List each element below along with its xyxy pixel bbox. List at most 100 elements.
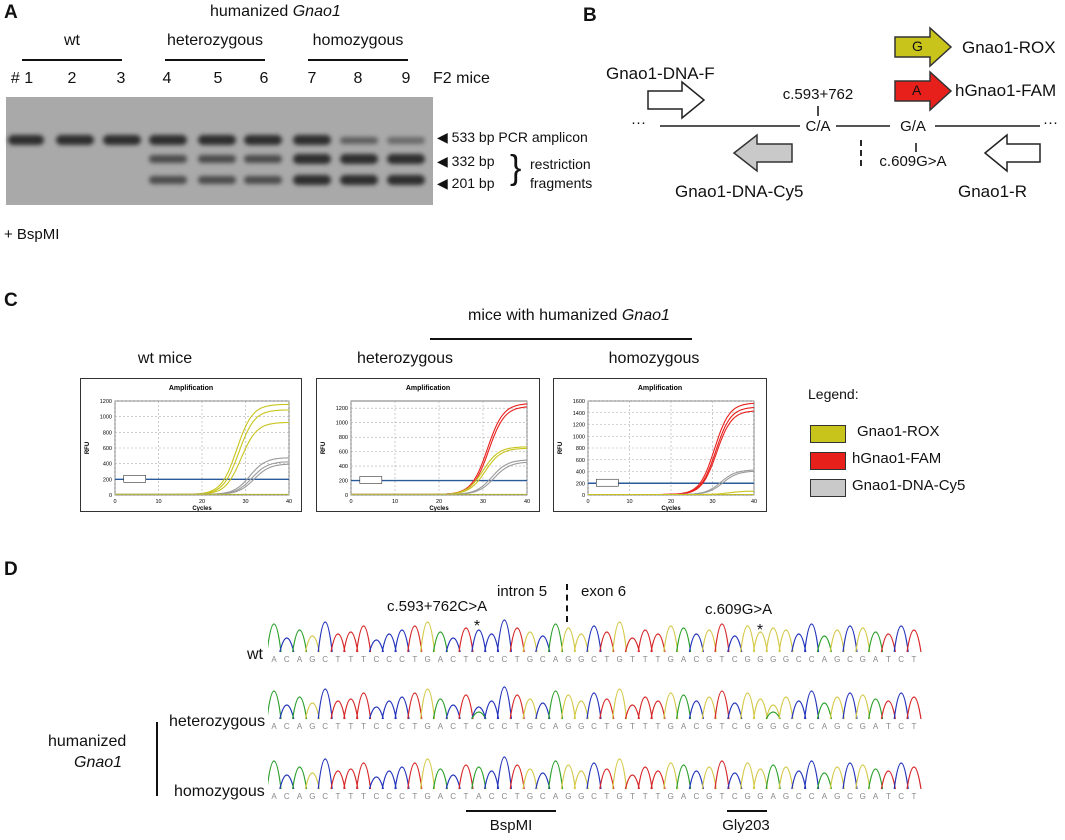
base-call: C (847, 722, 853, 731)
y-tick-label: 800 (576, 446, 585, 452)
y-tick-label: 0 (582, 493, 585, 499)
chromatogram-peak (880, 700, 896, 720)
bspmi-label: BspMI (489, 817, 533, 834)
snp1-name: c.593+762 (782, 86, 854, 103)
base-call: T (656, 722, 661, 731)
base-call: A (271, 655, 277, 664)
chromatogram-peak (842, 692, 858, 720)
y-tick-label: 800 (103, 430, 112, 436)
base-call: A (822, 655, 828, 664)
base-call: C (399, 655, 405, 664)
band-332-text: 332 bp (451, 153, 495, 169)
base-call: A (771, 792, 777, 801)
snp2-name: c.609G>A (879, 153, 947, 170)
base-call: G (834, 655, 840, 664)
chromatogram-peak (509, 627, 525, 653)
chromatogram-peak (880, 770, 896, 790)
x-tick-label: 0 (349, 499, 352, 505)
base-call: G (668, 655, 674, 664)
chromatogram-peak (740, 692, 756, 720)
chromatogram-peak (599, 631, 615, 653)
y-tick-label: 1400 (573, 411, 585, 417)
chromatogram-peak (381, 633, 397, 653)
chromatogram-peak (855, 694, 871, 720)
chromatogram-peak (560, 627, 576, 653)
base-call: G (744, 792, 750, 801)
base-call: G (578, 792, 584, 801)
chromatogram-peak (522, 698, 538, 720)
base-call: T (515, 655, 520, 664)
chromatogram-peak (637, 696, 653, 720)
chromatogram-peak (688, 700, 704, 720)
chromatogram-peak (535, 702, 551, 720)
chromatogram-peak (522, 631, 538, 653)
base-call: C (898, 792, 904, 801)
base-call: A (438, 722, 444, 731)
chromatogram-peak (612, 621, 628, 653)
lane-label: 9 (401, 70, 411, 87)
base-call: A (438, 792, 444, 801)
group-humanized-label: humanized (48, 733, 127, 750)
chromatogram-peak (368, 706, 384, 720)
header-gene: Gnao1 (621, 307, 670, 324)
base-call: G (706, 722, 712, 731)
base-call: C (796, 655, 802, 664)
chromatogram-peak (791, 633, 807, 653)
group-hom-label: homozygous (312, 32, 404, 49)
base-call: C (694, 722, 700, 731)
chromatogram-peak (445, 774, 461, 790)
base-call: C (399, 792, 405, 801)
snp1-alleles: C/A (805, 118, 831, 135)
y-tick-label: 200 (103, 477, 112, 483)
base-call: C (476, 722, 482, 731)
base-call: A (297, 722, 303, 731)
chromatogram-peak (842, 625, 858, 653)
chromatogram-peak (330, 770, 346, 790)
base-call: A (873, 792, 879, 801)
base-call: T (643, 655, 648, 664)
snp2-annotation: c.609G>A (705, 601, 773, 618)
base-call: C (694, 792, 700, 801)
base-call: G (770, 655, 776, 664)
chromatogram-peak (458, 694, 474, 720)
chromatogram-peak (304, 772, 320, 790)
base-call: G (783, 655, 789, 664)
chromatogram-peak (279, 704, 295, 720)
base-call: T (656, 655, 661, 664)
chromatogram-peak (509, 694, 525, 720)
y-axis-label: RFU (321, 442, 327, 454)
legend-swatch-fam (810, 452, 846, 470)
base-call: C (540, 722, 546, 731)
panel-b-label: B (583, 5, 597, 26)
chromatogram-peak (714, 760, 730, 790)
chromatogram-peak (343, 698, 359, 720)
base-call: T (336, 722, 341, 731)
row-het-label: heterozygous (169, 713, 266, 730)
y-tick-label: 1000 (100, 415, 112, 421)
chromatogram-peak (268, 760, 282, 790)
x-axis-label: Cycles (429, 506, 449, 511)
y-tick-label: 1000 (336, 421, 348, 427)
y-tick-label: 400 (576, 470, 585, 476)
chromatogram-peak (778, 629, 794, 653)
chromatogram-peak (432, 768, 448, 790)
y-axis-label: RFU (85, 442, 91, 454)
chromatogram-peak (356, 692, 372, 720)
fragment-brace: } (510, 149, 522, 187)
base-call: C (847, 792, 853, 801)
chromatogram-peak (676, 764, 692, 790)
chromatogram-peak (816, 702, 832, 720)
base-call: C (322, 792, 328, 801)
chromatogram-peak (612, 688, 628, 720)
exon-label: exon 6 (581, 583, 627, 600)
chromatogram-peak (893, 692, 909, 720)
base-call: A (553, 655, 559, 664)
dna-f-label: Gnao1-DNA-F (606, 64, 715, 83)
chromatogram-peak (855, 764, 871, 790)
base-call: C (374, 655, 380, 664)
base-call: T (912, 655, 917, 664)
base-call: A (553, 792, 559, 801)
